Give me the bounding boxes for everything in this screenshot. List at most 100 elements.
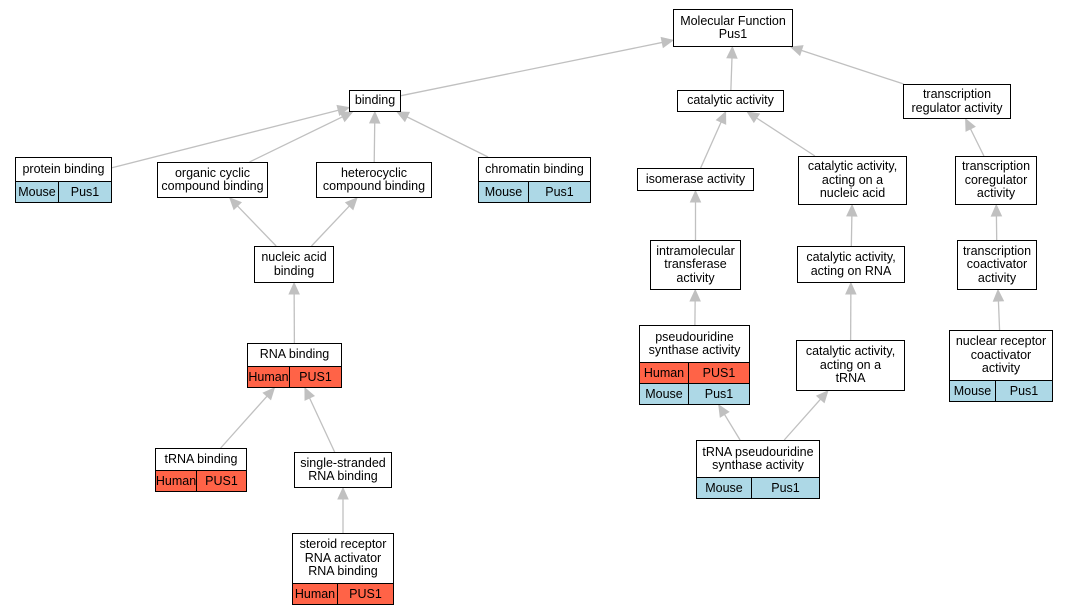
species-cell: Mouse bbox=[953, 384, 992, 398]
go-term-label: tRNA pseudouridine synthase activity bbox=[702, 444, 814, 472]
go-term-node-isomerase[interactable]: isomerase activity bbox=[637, 168, 754, 191]
edge-arrowhead bbox=[845, 281, 857, 295]
go-term-label: RNA binding bbox=[259, 347, 330, 362]
edge-arrowhead bbox=[726, 45, 738, 59]
gene-cell: Pus1 bbox=[688, 384, 749, 404]
gene-cell: PUS1 bbox=[337, 584, 393, 604]
go-term-node-nucbind[interactable]: nucleic acid binding bbox=[254, 246, 334, 283]
edge-arrowhead bbox=[689, 189, 702, 203]
edge-nucbind-to-orgcyc bbox=[237, 205, 277, 247]
go-term-label: Molecular Function Pus1 bbox=[680, 13, 786, 41]
go-term-label: catalytic activity, acting on a tRNA bbox=[805, 344, 896, 386]
go-term-node-ssrna[interactable]: single-stranded RNA binding bbox=[294, 452, 392, 488]
species-cell: Human bbox=[294, 587, 336, 601]
edge-arrowhead bbox=[368, 110, 381, 124]
annotation-row-mouse: Mouse Pus1 bbox=[479, 181, 590, 202]
edge-catnuc-to-catalytic bbox=[756, 117, 816, 157]
edge-catrna-to-catnuc bbox=[850, 215, 853, 247]
edge-catalytic-to-mf bbox=[730, 57, 733, 91]
go-term-node-mf[interactable]: Molecular Function Pus1 bbox=[673, 9, 793, 47]
go-term-label: catalytic activity, acting on RNA bbox=[806, 250, 896, 278]
edge-arrowhead bbox=[715, 110, 727, 125]
edge-nuclrec-to-txcoact bbox=[997, 300, 1001, 331]
go-term-label: organic cyclic compound binding bbox=[161, 165, 264, 193]
species-cell: Mouse bbox=[484, 185, 523, 199]
go-term-node-txcoact[interactable]: transcription coactivator activity bbox=[957, 240, 1037, 290]
go-term-node-intramol[interactable]: intramolecular transferase activity bbox=[650, 240, 741, 290]
go-term-node-catrna[interactable]: catalytic activity, acting on RNA bbox=[797, 246, 905, 283]
go-term-node-hetcyc[interactable]: heterocyclic compound binding bbox=[316, 162, 432, 198]
go-term-label: binding bbox=[354, 93, 396, 108]
edge-arrowhead bbox=[229, 197, 243, 211]
go-term-label: catalytic activity bbox=[687, 93, 774, 108]
edge-protbind-to-binding bbox=[111, 109, 339, 169]
edge-arrowhead bbox=[815, 390, 829, 404]
gene-cell: Pus1 bbox=[528, 182, 590, 202]
go-term-label: chromatin binding bbox=[485, 161, 584, 176]
go-term-node-steroid[interactable]: steroid receptor RNA activator RNA bindi… bbox=[292, 533, 394, 605]
edge-arrowhead bbox=[990, 203, 1003, 217]
go-term-label: nucleic acid binding bbox=[261, 250, 327, 278]
gene-cell: Pus1 bbox=[995, 381, 1052, 401]
gene-cell: PUS1 bbox=[196, 471, 246, 491]
go-term-label: transcription coregulator activity bbox=[961, 159, 1031, 201]
edge-binding-to-mf bbox=[400, 41, 663, 97]
edge-chrom-to-binding bbox=[406, 116, 489, 158]
species-cell: Human bbox=[248, 370, 289, 384]
go-term-node-catalytic[interactable]: catalytic activity bbox=[677, 90, 784, 112]
edge-arrowhead bbox=[344, 197, 358, 211]
go-term-node-txcoreg[interactable]: transcription coregulator activity bbox=[955, 156, 1037, 205]
species-cell: Human bbox=[643, 366, 685, 380]
go-term-label: nuclear receptor coactivator activity bbox=[955, 334, 1047, 376]
edge-nucbind-to-hetcyc bbox=[311, 205, 350, 247]
go-term-node-catnuc[interactable]: catalytic activity, acting on a nucleic … bbox=[798, 156, 907, 205]
species-cell: Human bbox=[155, 474, 197, 488]
edge-arrowhead bbox=[337, 486, 349, 500]
go-term-label: catalytic activity, acting on a nucleic … bbox=[807, 159, 898, 201]
edge-arrowhead bbox=[262, 387, 276, 401]
edge-arrowhead bbox=[660, 36, 675, 49]
edge-arrowhead bbox=[992, 288, 1005, 302]
species-cell: Mouse bbox=[18, 185, 56, 199]
go-term-label: single-stranded RNA binding bbox=[300, 455, 386, 483]
edge-ssrna-to-rnabind bbox=[308, 397, 336, 453]
go-term-node-binding[interactable]: binding bbox=[349, 90, 401, 112]
go-term-node-txreg[interactable]: transcription regulator activity bbox=[903, 84, 1011, 119]
edge-arrowhead bbox=[339, 111, 354, 123]
edge-arrowhead bbox=[304, 386, 316, 401]
edge-arrowhead bbox=[846, 203, 858, 217]
edge-trnabind-to-rnabind bbox=[220, 395, 268, 449]
edge-arrowhead bbox=[288, 281, 300, 295]
edge-trnapseudo-to-pseudo bbox=[723, 414, 741, 441]
edge-txcoreg-to-txreg bbox=[969, 128, 985, 157]
go-term-label: heterocyclic compound binding bbox=[322, 165, 426, 193]
go-term-label: pseudouridine synthase activity bbox=[648, 329, 741, 357]
edge-arrowhead bbox=[718, 403, 730, 418]
go-term-node-cattrna[interactable]: catalytic activity, acting on a tRNA bbox=[796, 340, 905, 391]
go-term-node-orgcyc[interactable]: organic cyclic compound binding bbox=[157, 162, 268, 198]
go-term-label: intramolecular transferase activity bbox=[656, 243, 735, 285]
go-term-label: transcription regulator activity bbox=[911, 87, 1003, 115]
species-cell: Mouse bbox=[705, 481, 743, 495]
go-term-label: protein binding bbox=[22, 161, 105, 176]
edge-isomerase-to-catalytic bbox=[700, 121, 722, 169]
go-term-label: isomerase activity bbox=[645, 171, 746, 186]
edge-trnapseudo-to-cattrna bbox=[783, 398, 821, 441]
edge-arrowhead bbox=[789, 45, 804, 57]
